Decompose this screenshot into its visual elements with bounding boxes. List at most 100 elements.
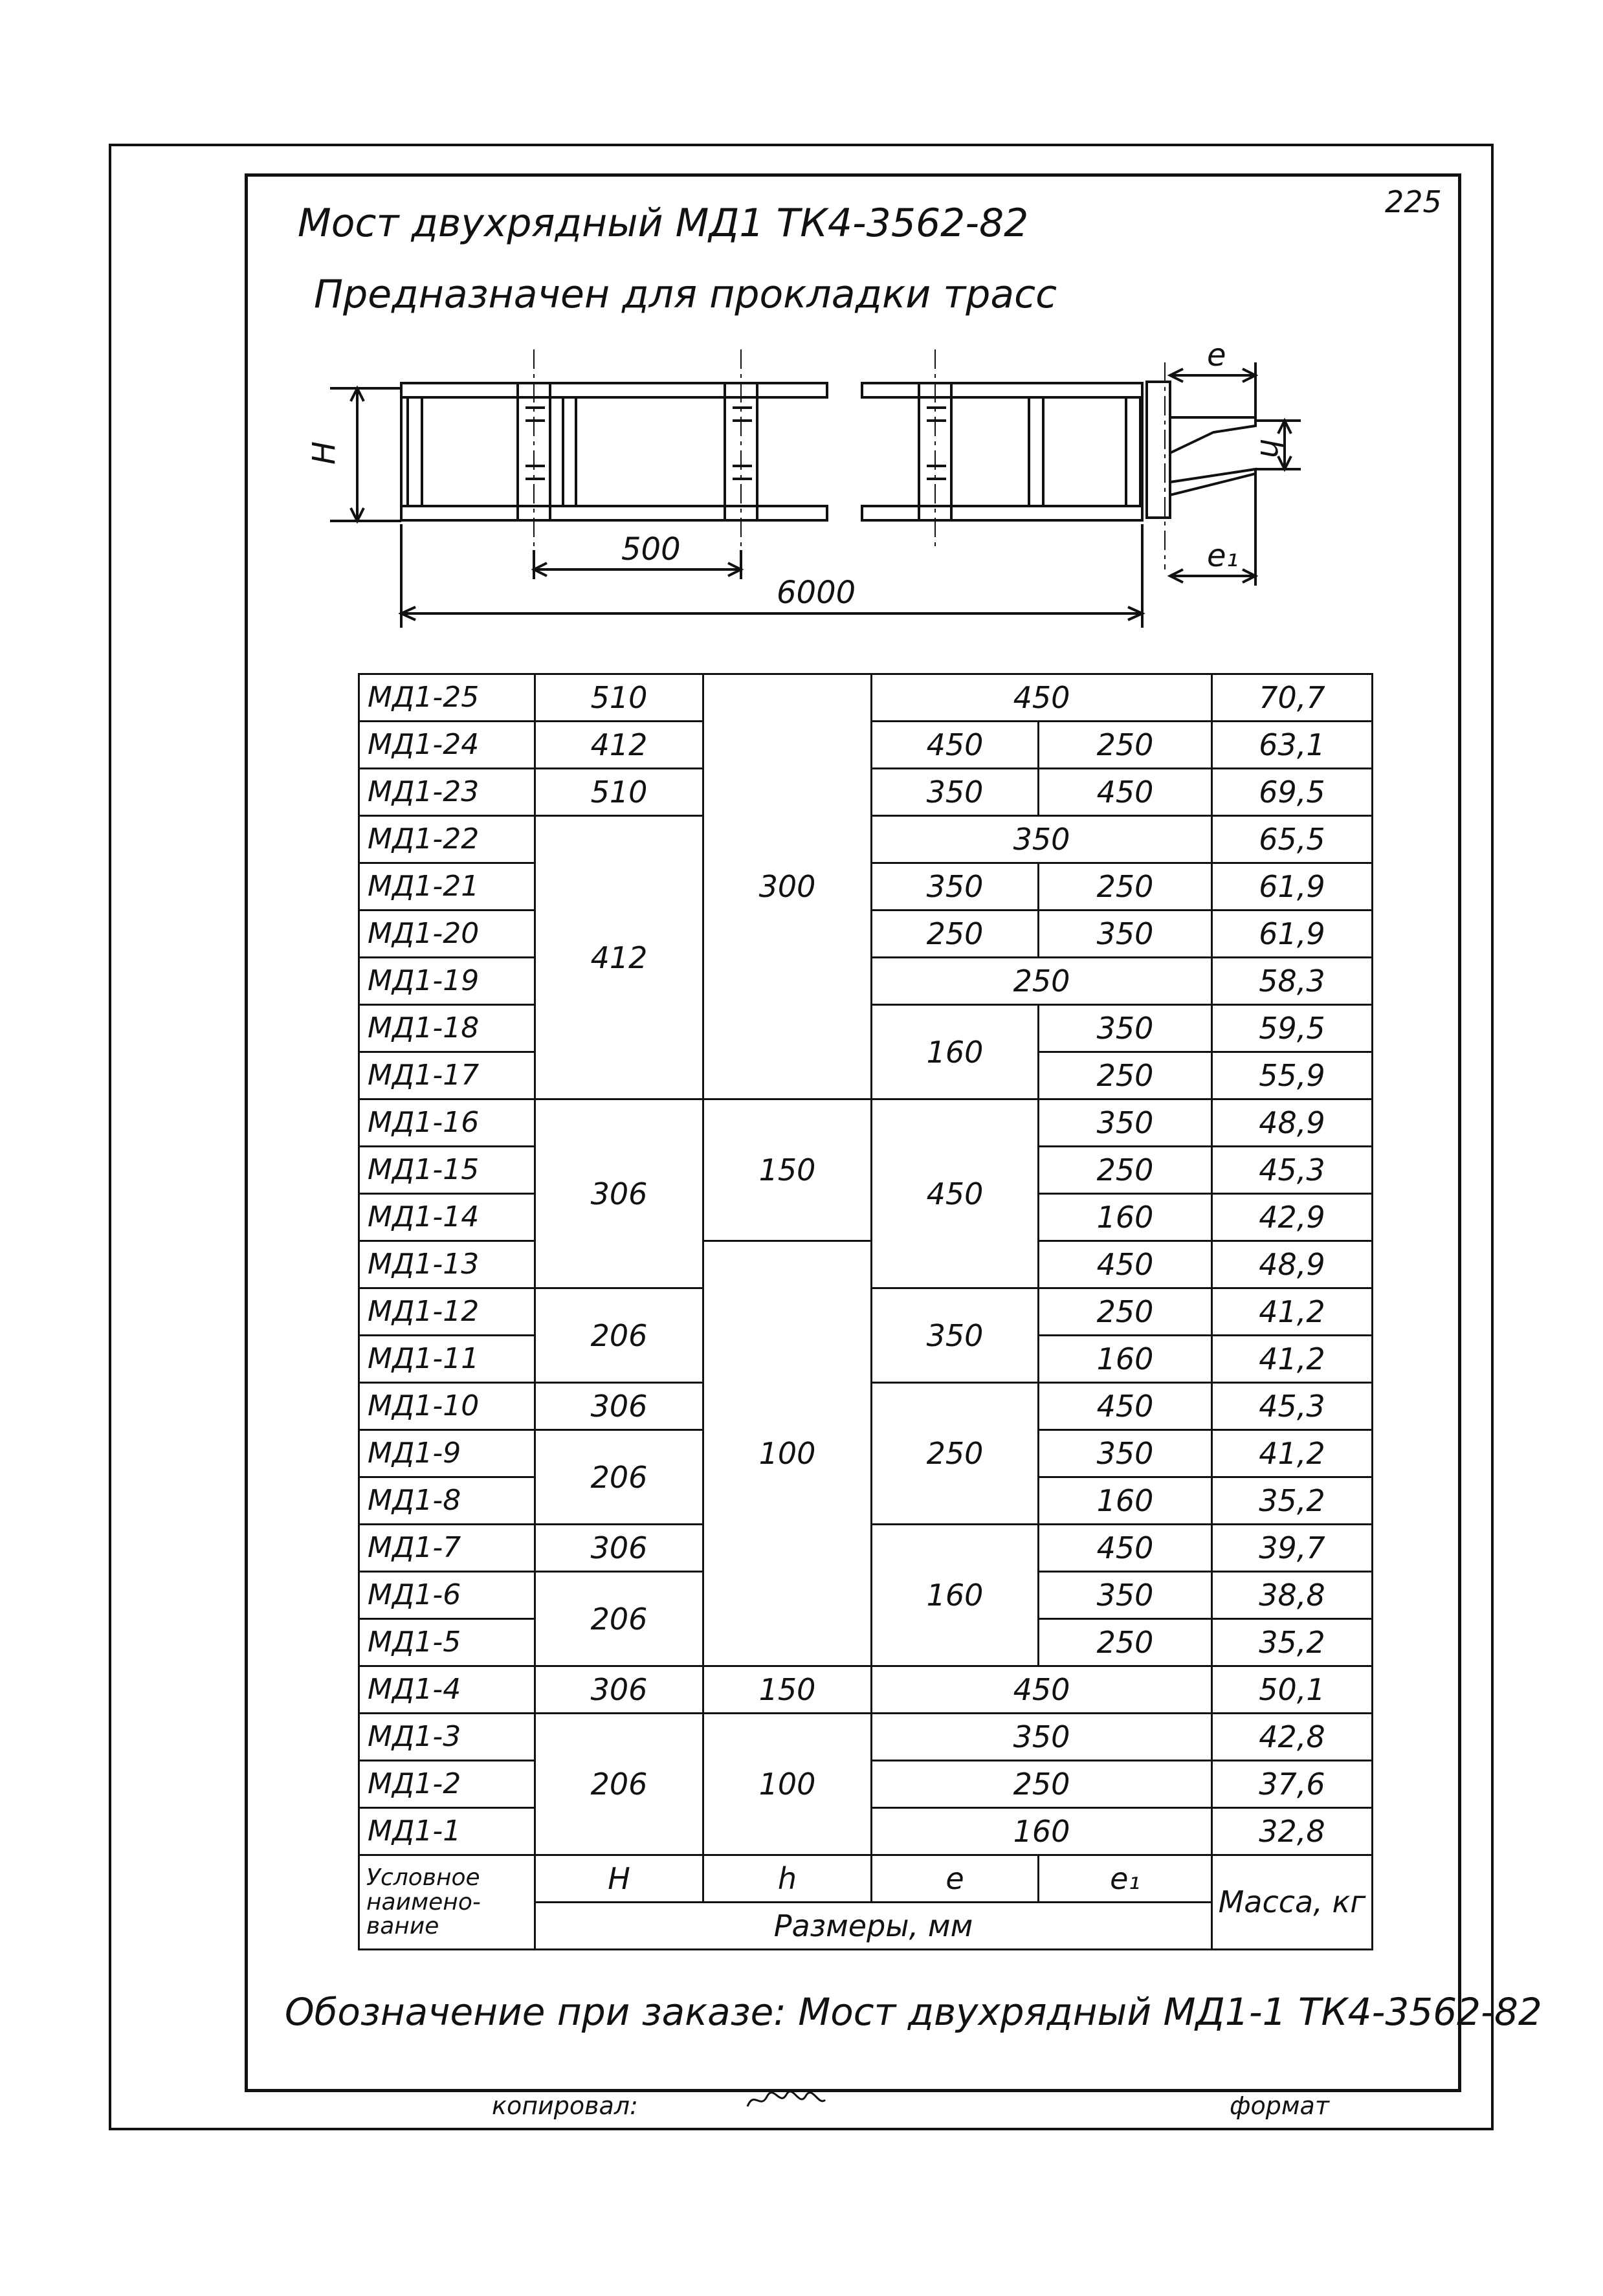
row-name: МД1-6	[358, 1571, 536, 1620]
table-row: МД1-8 160 35,2	[358, 1476, 1373, 1525]
cell-e-e1: 250	[870, 956, 1213, 1006]
cell-H: 206	[534, 1429, 704, 1525]
cell-H: 306	[534, 1382, 704, 1431]
cell-mass: 59,5	[1211, 1004, 1373, 1053]
bridge-drawing: H 500 6000 e h e₁	[306, 337, 1301, 628]
row-name: МД1-1	[358, 1807, 536, 1856]
cell-e1: 450	[1037, 1382, 1213, 1431]
header-mass-label: Масса, кг	[1211, 1854, 1373, 1950]
header-dims-label: Размеры, мм	[534, 1901, 1213, 1950]
table-row: МД1-3 206 100 350 42,8	[358, 1712, 1373, 1856]
cell-mass: 61,9	[1211, 862, 1373, 911]
table-row: МД1-9 206 350 41,2	[358, 1429, 1373, 1525]
dim-e-label: e	[1207, 337, 1226, 373]
table-row: МД1-5 250 35,2	[358, 1618, 1373, 1667]
cell-h: 300	[702, 673, 872, 1100]
row-name: МД1-25	[358, 673, 536, 722]
cell-e1: 450	[1037, 767, 1213, 817]
cell-mass: 70,7	[1211, 673, 1373, 722]
table-row: МД1-21 350 250 61,9	[358, 862, 1373, 911]
row-name: МД1-16	[358, 1098, 536, 1147]
cell-H: 206	[534, 1712, 704, 1856]
cell-e1: 250	[1037, 1287, 1213, 1336]
row-name: МД1-9	[358, 1429, 536, 1478]
dim-e1-label: e₁	[1207, 538, 1239, 574]
row-name: МД1-8	[358, 1476, 536, 1525]
cell-e1: 160	[1037, 1334, 1213, 1384]
cell-e-e1: 450	[870, 673, 1213, 722]
cell-e1: 350	[1037, 1098, 1213, 1147]
table-row: МД1-22 412 350 65,5	[358, 815, 1373, 1100]
cell-mass: 58,3	[1211, 956, 1373, 1006]
cell-e: 250	[870, 1382, 1039, 1525]
page-title: Мост двухрядный МД1 ТК4-3562-82	[298, 201, 1029, 246]
table-header-row: Условное наимено-вание H h e e₁ Масса, к…	[358, 1854, 1373, 1950]
table-row: МД1-12 206 350 250 41,2	[358, 1287, 1373, 1384]
order-note: Обозначение при заказе: Мост двухрядный …	[285, 1990, 1542, 2034]
cell-e1: 160	[1037, 1193, 1213, 1242]
cell-mass: 41,2	[1211, 1429, 1373, 1478]
cell-e: 160	[870, 1004, 1039, 1100]
cell-h: 150	[702, 1665, 872, 1714]
header-name-label: Условное наимено-вание	[358, 1854, 536, 1950]
cell-e-e1: 250	[870, 1760, 1213, 1809]
row-name: МД1-13	[358, 1240, 536, 1289]
cell-e: 350	[870, 862, 1039, 911]
cell-e1: 250	[1037, 720, 1213, 769]
cell-e1: 450	[1037, 1240, 1213, 1289]
row-name: МД1-11	[358, 1334, 536, 1384]
table-row: МД1-16 306 150 450 350 48,9	[358, 1098, 1373, 1289]
row-name: МД1-20	[358, 909, 536, 958]
cell-H: 306	[534, 1523, 704, 1573]
copied-by-label: копировал:	[492, 2092, 638, 2120]
cell-mass: 39,7	[1211, 1523, 1373, 1573]
cell-e1: 250	[1037, 862, 1213, 911]
row-name: МД1-2	[358, 1760, 536, 1809]
cell-e1: 350	[1037, 1004, 1213, 1053]
cell-H: 306	[534, 1665, 704, 1714]
cell-mass: 61,9	[1211, 909, 1373, 958]
row-name: МД1-19	[358, 956, 536, 1006]
cell-mass: 45,3	[1211, 1382, 1373, 1431]
cell-mass: 41,2	[1211, 1334, 1373, 1384]
cell-mass: 48,9	[1211, 1240, 1373, 1289]
cell-e1: 350	[1037, 909, 1213, 958]
cell-H: 206	[534, 1571, 704, 1667]
row-name: МД1-21	[358, 862, 536, 911]
table-row: МД1-2 250 37,6	[358, 1760, 1373, 1809]
cell-mass: 35,2	[1211, 1618, 1373, 1667]
cell-h: 150	[702, 1098, 872, 1242]
table-row: МД1-23 510 350 450 69,5	[358, 767, 1373, 817]
table-row: МД1-24 412 450 250 63,1	[358, 720, 1373, 769]
page-number: 225	[1385, 184, 1442, 219]
cell-e1: 450	[1037, 1523, 1213, 1573]
cell-mass: 32,8	[1211, 1807, 1373, 1856]
cell-e1: 250	[1037, 1145, 1213, 1195]
cell-mass: 42,9	[1211, 1193, 1373, 1242]
table-row: МД1-1 160 32,8	[358, 1807, 1373, 1856]
table-row: МД1-10 306 250 450 45,3	[358, 1382, 1373, 1525]
row-name: МД1-22	[358, 815, 536, 864]
cell-e1: 250	[1037, 1618, 1213, 1667]
row-name: МД1-17	[358, 1051, 536, 1100]
header-H: H	[534, 1854, 704, 1903]
table-row: МД1-18 160 350 59,5	[358, 1004, 1373, 1100]
cell-H: 306	[534, 1098, 704, 1289]
table-row: МД1-7 306 160 450 39,7	[358, 1523, 1373, 1667]
row-name: МД1-4	[358, 1665, 536, 1714]
cell-e: 160	[870, 1523, 1039, 1667]
inner-frame	[245, 173, 1461, 2092]
cell-mass: 45,3	[1211, 1145, 1373, 1195]
cell-e: 450	[870, 1098, 1039, 1289]
dim-h-label: H	[306, 441, 342, 465]
row-name: МД1-23	[358, 767, 536, 817]
cell-mass: 35,2	[1211, 1476, 1373, 1525]
cell-H: 510	[534, 767, 704, 817]
table-row: МД1-20 250 350 61,9	[358, 909, 1373, 958]
cell-mass: 65,5	[1211, 815, 1373, 864]
table-row: МД1-6 206 350 38,8	[358, 1571, 1373, 1667]
cell-mass: 63,1	[1211, 720, 1373, 769]
row-name: МД1-24	[358, 720, 536, 769]
cell-e1: 350	[1037, 1571, 1213, 1620]
dim-6000-label: 6000	[777, 575, 856, 611]
